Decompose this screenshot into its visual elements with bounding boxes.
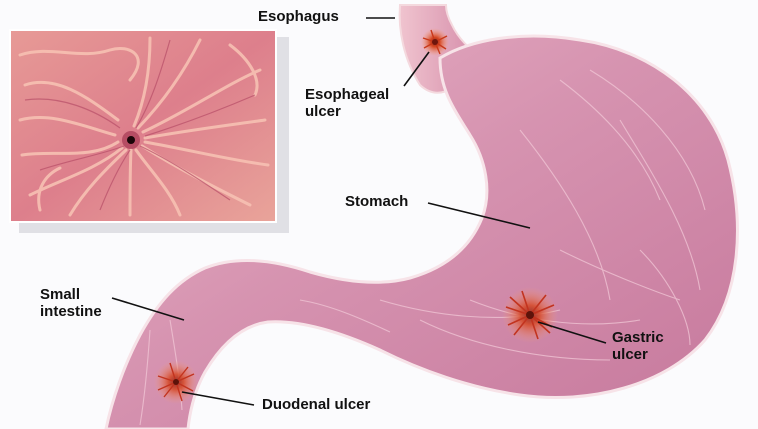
label-duodenal-ulcer: Duodenal ulcer [262, 396, 370, 413]
label-esophageal-ulcer-line2: ulcer [305, 103, 389, 120]
duodenal-ulcer [154, 360, 198, 404]
label-gastric-ulcer-line2: ulcer [612, 346, 664, 363]
label-small-intestine-line1: Small [40, 286, 102, 303]
mucosa-inset [10, 30, 289, 233]
label-small-intestine-line2: intestine [40, 303, 102, 320]
label-esophageal-ulcer: Esophageal ulcer [305, 86, 389, 120]
label-gastric-ulcer: Gastric ulcer [612, 329, 664, 363]
label-esophageal-ulcer-line1: Esophageal [305, 86, 389, 103]
esophageal-ulcer [421, 28, 449, 56]
label-gastric-ulcer-line1: Gastric [612, 329, 664, 346]
label-esophagus: Esophagus [258, 8, 339, 25]
label-stomach: Stomach [345, 193, 408, 210]
gastric-ulcer [502, 287, 558, 343]
label-small-intestine: Small intestine [40, 286, 102, 320]
